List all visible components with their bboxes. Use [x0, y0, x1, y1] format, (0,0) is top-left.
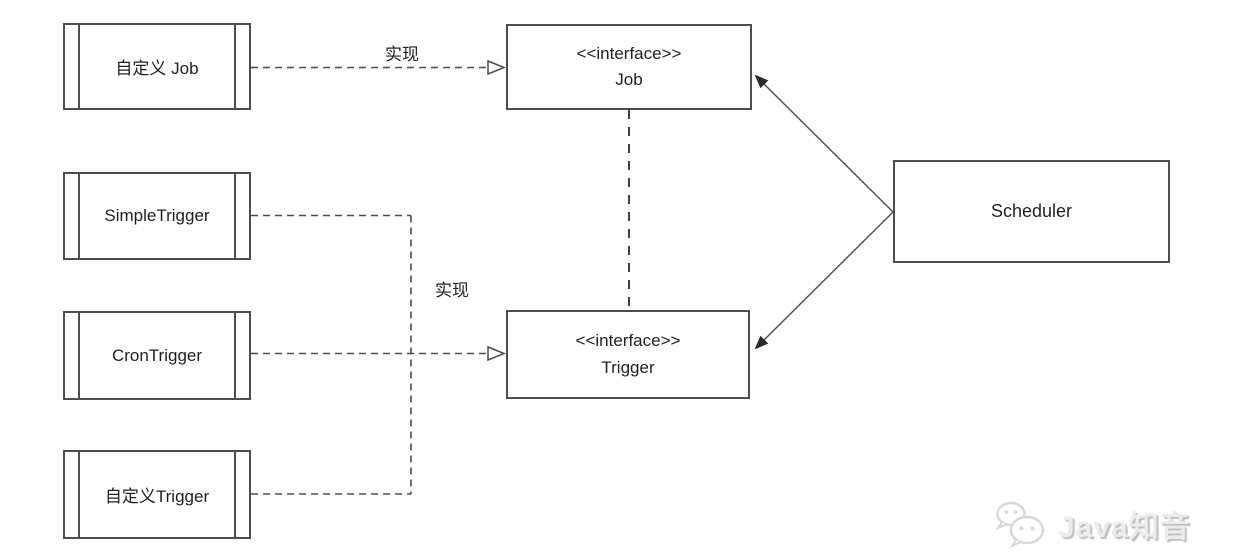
component-side-bar [234, 313, 236, 398]
stereotype-label: <<interface>> [575, 331, 681, 351]
watermark-text: Java知音 [1058, 511, 1191, 544]
stereotype-label: <<interface>> [576, 43, 682, 63]
edge-label-realize-job: 实现 [385, 45, 419, 64]
hollow-triangle-arrowhead-trigger [487, 345, 506, 362]
component-simple-trigger: SimpleTrigger [63, 172, 251, 260]
watermark: Java知音 [994, 500, 1191, 548]
wechat-chat-bubbles-icon [995, 501, 1045, 548]
scheduler-label: Scheduler [990, 201, 1073, 221]
component-side-bar [234, 452, 236, 537]
component-side-bar [234, 25, 236, 108]
interface-name: Trigger [601, 357, 655, 377]
component-label: SimpleTrigger [104, 206, 210, 225]
component-side-bar [234, 174, 236, 258]
edge-label-realize-trigger: 实现 [435, 281, 469, 300]
scheduler-box: Scheduler [893, 160, 1170, 263]
interface-name: Job [615, 70, 643, 89]
component-label: CronTrigger [111, 345, 203, 365]
component-custom-job: 自定义 Job [63, 23, 251, 110]
component-side-bar [78, 452, 80, 537]
interface-job-box: <<interface>> Job [506, 24, 752, 110]
component-cron-trigger: CronTrigger [63, 311, 251, 400]
component-label: 自定义 Job [115, 59, 199, 78]
component-side-bar [78, 174, 80, 258]
component-side-bar [78, 313, 80, 398]
hollow-triangle-arrowhead-job [487, 59, 506, 76]
edge-scheduler-to-trigger [754, 211, 894, 350]
edge-scheduler-to-job [754, 74, 894, 213]
component-custom-trigger: 自定义Trigger [63, 450, 251, 539]
component-side-bar [78, 25, 80, 108]
interface-trigger-box: <<interface>> Trigger [506, 310, 750, 399]
component-label: 自定义Trigger [104, 487, 210, 506]
